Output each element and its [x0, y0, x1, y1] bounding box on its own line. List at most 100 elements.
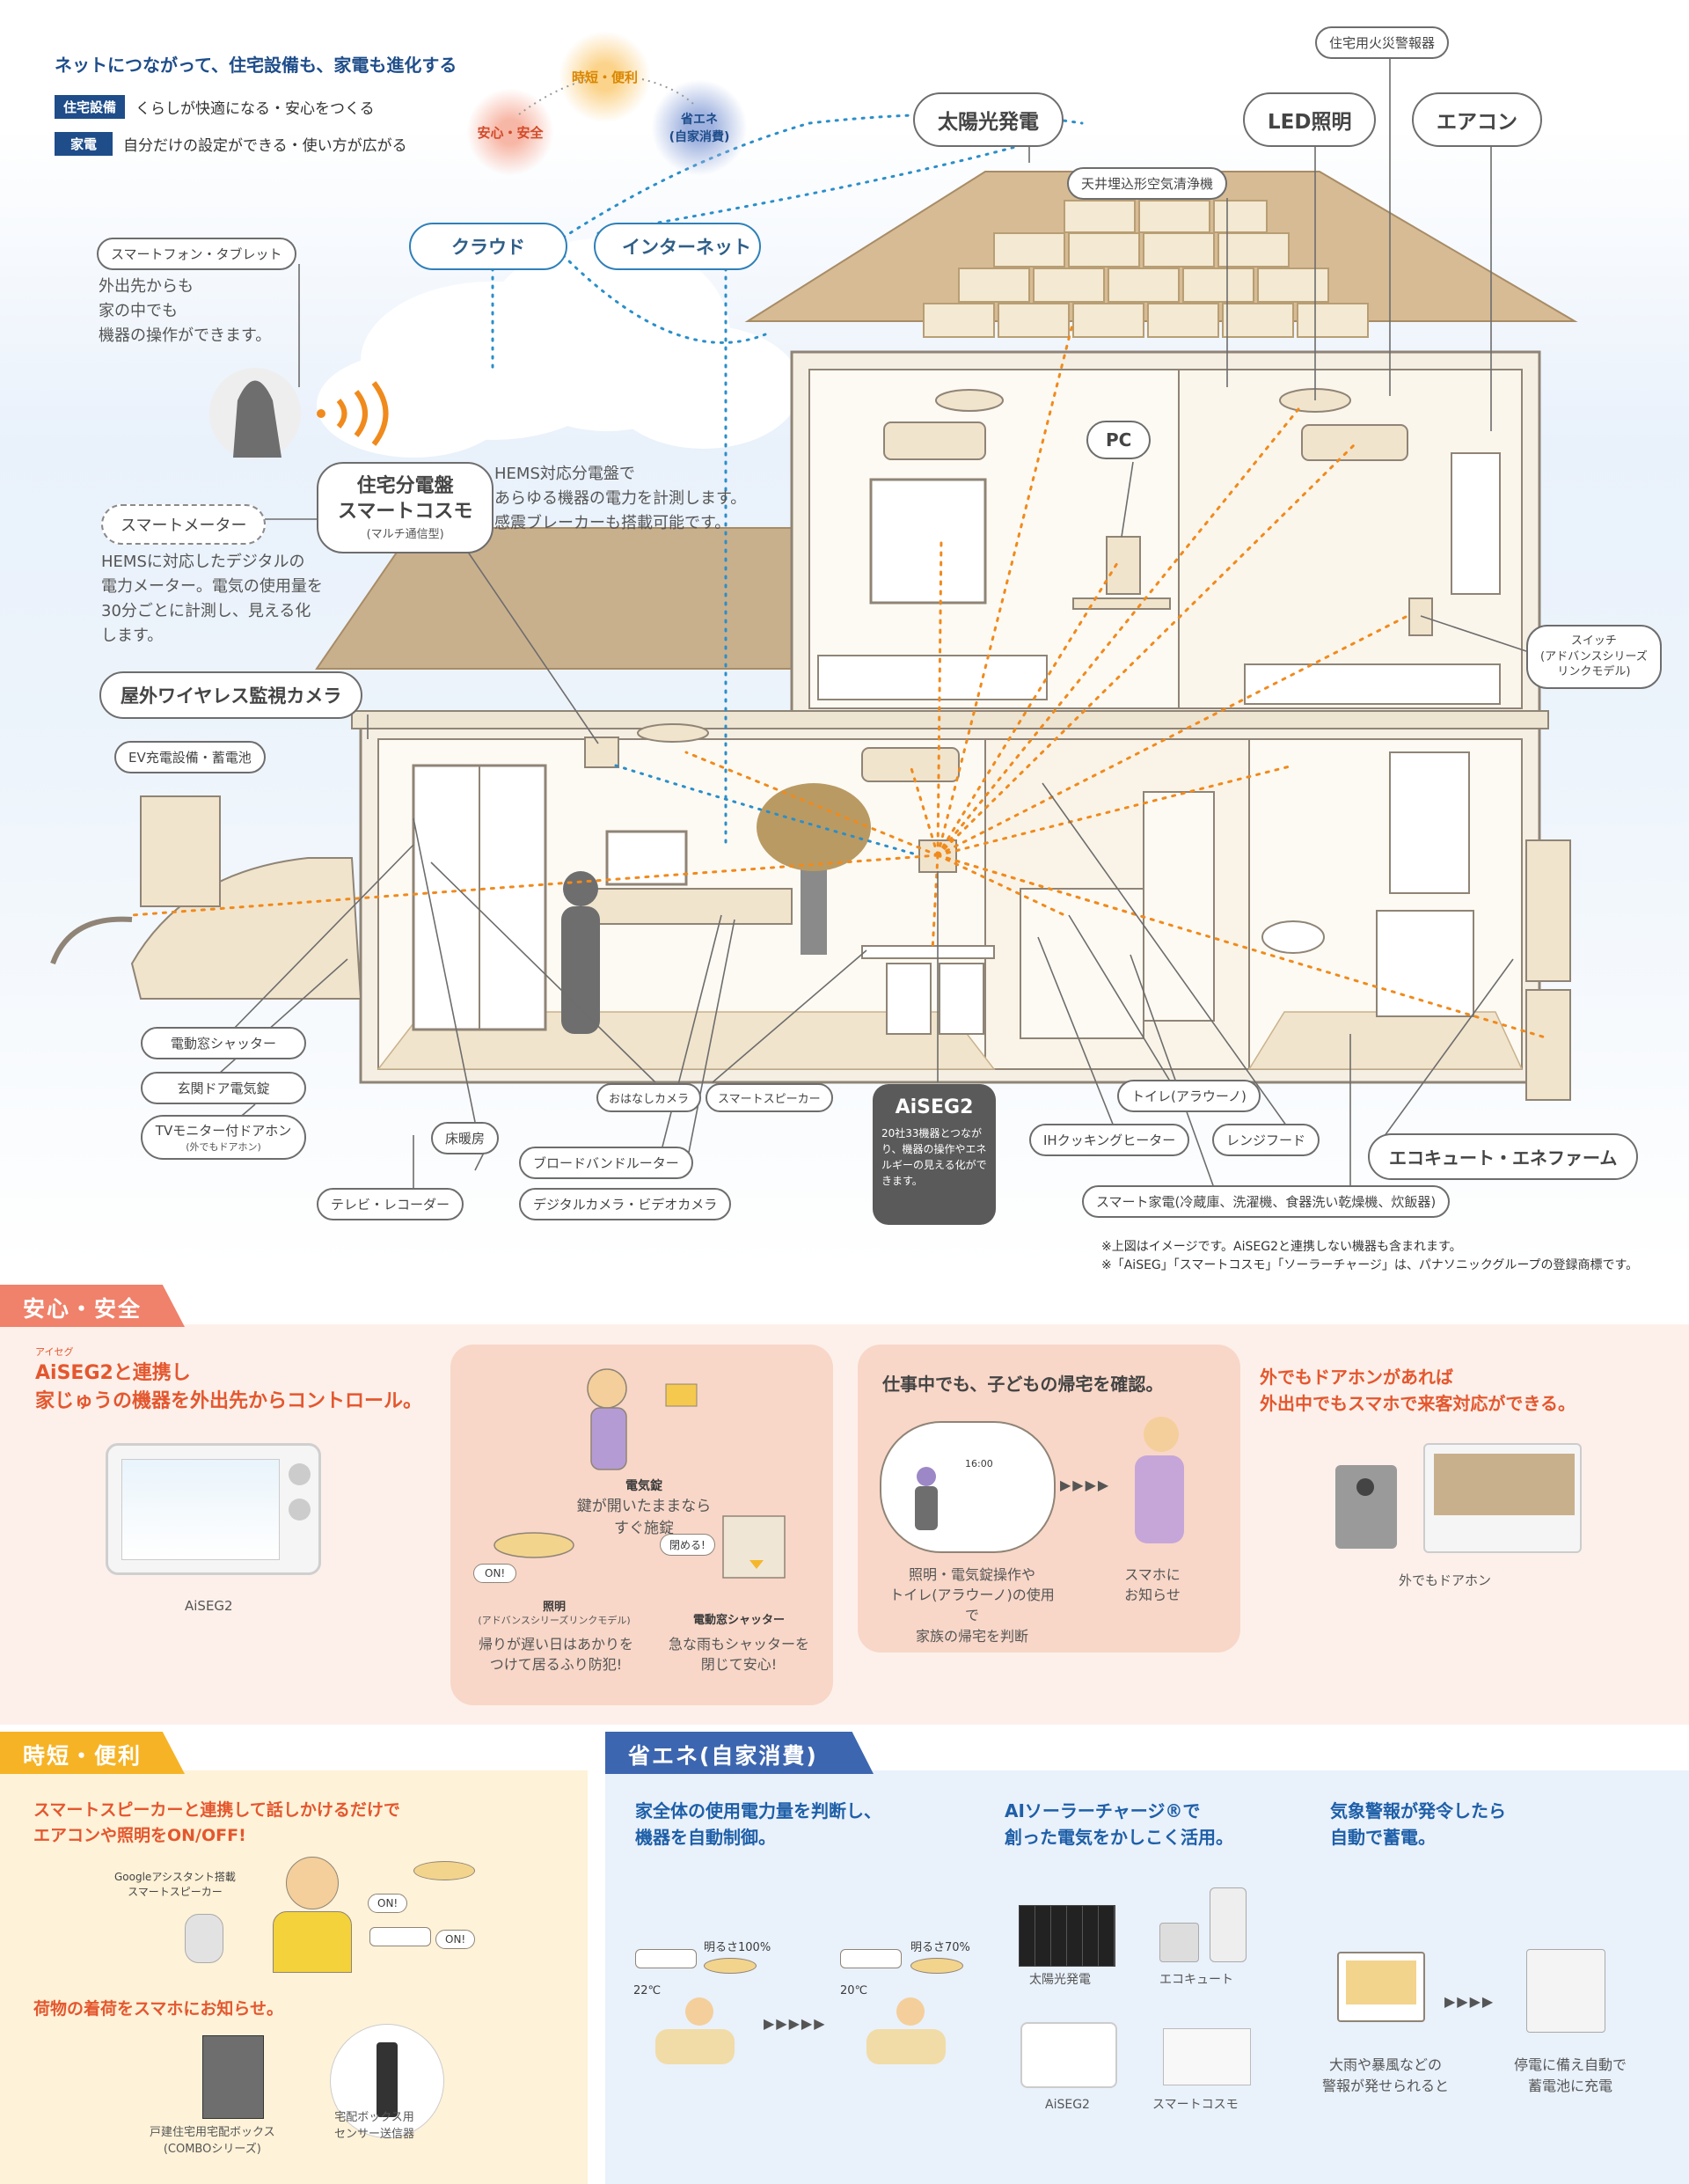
section-shoene-bg: [605, 1770, 1689, 2184]
intro-headline: ネットにつながって、住宅設備も、家電も進化する: [55, 55, 457, 76]
shoene-cosmo-caption: スマートコスモ: [1152, 2098, 1239, 2112]
section-jitan-bg: [0, 1770, 588, 2184]
bubble-shoene-label: 省エネ (自家消費): [669, 113, 730, 144]
label-talk-camera: おはなしカメラ: [596, 1083, 702, 1112]
section-shoene-tab: 省エネ(自家消費): [605, 1732, 874, 1774]
shoene-temp22: 22℃: [633, 1984, 662, 1997]
label-distribution-board-sub: (マルチ通信型): [366, 528, 444, 542]
jitan-delivery-box: [202, 2035, 264, 2119]
card1-light-title: 照明: [542, 1601, 566, 1614]
shoene-arrows-2: ▶▶▶▶: [1444, 1993, 1495, 2010]
bubble-shoene: 省エネ (自家消費): [651, 79, 748, 176]
label-tv-monitor-intercom-sub: (外でもドアホン): [186, 1141, 261, 1153]
label-switch: スイッチ (アドバンスシリーズ リンクモデル): [1526, 625, 1662, 689]
card1-on-bubble: ON!: [473, 1564, 517, 1583]
jitan-woman: [264, 1857, 361, 1980]
shoene-aircon-2: [840, 1949, 902, 1968]
label-range-hood: レンジフード: [1212, 1124, 1320, 1156]
label-door-lock: 玄関ドア電気錠: [141, 1072, 306, 1104]
label-fire-alarm: 住宅用火災警報器: [1315, 26, 1450, 59]
shoene-ecocute-caption: エコキュート: [1159, 1973, 1233, 1987]
intro-row-1: 住宅設備 くらしが快適になる・安心をつくる: [55, 95, 375, 119]
section-anshin-head: AiSEG2と連携し 家じゅうの機器を外出先からコントロール。: [35, 1362, 423, 1412]
aiseg-tablet: [106, 1443, 321, 1575]
aiseg-box: AiSEG2 20社33機器とつながり、機器の操作やエネルギーの見える化ができま…: [873, 1084, 996, 1225]
card2-left-text: 照明・電気錠操作や トイレ(アラウーノ)の使用で 家族の帰宅を判断: [889, 1566, 1055, 1645]
card1-lock-title: 電気錠: [625, 1479, 662, 1493]
shoene-warn-text: 大雨や暴風などの 警報が発せられると: [1321, 2056, 1449, 2094]
intro-text-2: 自分だけの設定ができる・使い方が広がる: [123, 137, 407, 155]
door-monitor: [1423, 1443, 1582, 1553]
card2-title: 仕事中でも、子どもの帰宅を確認。: [882, 1374, 1164, 1395]
house-illustration: [50, 51, 1578, 1192]
label-solar: 太陽光発電: [913, 92, 1064, 147]
shoene-solar-caption: 太陽光発電: [1029, 1973, 1091, 1987]
section-jitan-head2: 荷物の着荷をスマホにお知らせ。: [33, 1999, 284, 2019]
jitan-sensor-circle: [330, 2024, 444, 2138]
shoene-aircon-1: [635, 1949, 697, 1968]
card1-illustrations: [494, 1368, 786, 1579]
desc-meter: HEMSに対応したデジタルの 電力メーター。電気の使用量を 30分ごとに計測し、…: [101, 553, 323, 645]
jitan-on-bubble-2: ON!: [435, 1930, 476, 1949]
card2-arrows: ▶▶▶▶: [1060, 1477, 1111, 1493]
card1-close-bubble: 閉める!: [660, 1534, 715, 1556]
label-ecocute: エコキュート・エネファーム: [1368, 1133, 1639, 1180]
section-shoene-head2: AIソーラーチャージ®で 創った電気をかしこく活用。: [1005, 1800, 1233, 1848]
label-smart-meter: スマートメーター: [101, 504, 267, 545]
jitan-speaker: [185, 1914, 223, 1963]
section-anshin-ruby: アイセグ: [35, 1346, 74, 1358]
card1-light-text: 帰りが遅い日はあかりを つけて居るふり防犯!: [478, 1636, 633, 1674]
disclaimer-1: ※上図はイメージです。AiSEG2と連携しない機器も含まれます。: [1101, 1240, 1462, 1254]
label-led: LED照明: [1243, 92, 1377, 147]
shoene-aiseg-caption: AiSEG2: [1045, 2098, 1090, 2112]
card2-right-text: スマホに お知らせ: [1124, 1566, 1181, 1604]
intro-text-1: くらしが快適になる・安心をつくる: [135, 100, 375, 118]
section-anshin-tab: 安心・安全: [0, 1285, 185, 1327]
jitan-speaker-label: Googleアシスタント搭載 スマートスピーカー: [114, 1871, 236, 1898]
label-tv-monitor-intercom: TVモニター付ドアホン (外でもドアホン): [141, 1115, 306, 1160]
shoene-temp20: 20℃: [840, 1984, 868, 1997]
label-distribution-board: 住宅分電盤 スマートコスモ (マルチ通信型): [317, 462, 494, 554]
label-appliances: スマート家電(冷蔵庫、洗濯機、食器洗い乾燥機、炊飯器): [1082, 1185, 1451, 1218]
section-anshin-door-head: 外でもドアホンがあれば 外出中でもスマホで来客対応ができる。: [1260, 1367, 1576, 1414]
intro-row-2: 家電 自分だけの設定ができる・使い方が広がる: [55, 132, 407, 156]
label-cloud: クラウド: [409, 223, 567, 270]
label-air-purifier: 天井埋込形空気清浄機: [1067, 167, 1228, 200]
aiseg-desc: 20社33機器とつながり、機器の操作やエネルギーの見える化ができます。: [881, 1127, 987, 1187]
shoene-tv: [1337, 1952, 1425, 2022]
label-digicam: デジタルカメラ・ビデオカメラ: [519, 1188, 732, 1220]
intro-tag-1: 住宅設備: [55, 95, 126, 119]
label-router: ブロードバンドルーター: [519, 1147, 693, 1179]
label-distribution-board-title: 住宅分電盤 スマートコスモ: [338, 475, 473, 523]
label-smartphone: スマートフォン・タブレット: [97, 238, 296, 270]
card1-shutter-title: 電動窓シャッター: [692, 1614, 785, 1627]
card1-light-sub: (アドバンスシリーズリンクモデル): [478, 1615, 631, 1626]
card1-shutter-text: 急な雨もシャッターを 閉じて安心!: [668, 1636, 809, 1674]
section-shoene-head3: 気象警報が発令したら 自動で蓄電。: [1330, 1800, 1506, 1848]
bubble-anshin-label: 安心・安全: [477, 124, 544, 141]
bubble-anshin: 安心・安全: [466, 88, 554, 176]
card2-mother: [1135, 1417, 1188, 1549]
shoene-person-1: [655, 1997, 743, 2068]
jitan-ceiling-light: [413, 1861, 475, 1880]
shoene-aiseg-device: [1020, 2022, 1117, 2088]
label-toilet: トイレ(アラウーノ): [1117, 1080, 1261, 1112]
jitan-on-bubble-1: ON!: [368, 1894, 408, 1913]
label-shutter: 電動窓シャッター: [141, 1027, 306, 1059]
shoene-arrows-1: ▶▶▶▶▶: [764, 2015, 827, 2032]
door-caption: 外でもドアホン: [1399, 1572, 1492, 1588]
label-ih: IHクッキングヒーター: [1029, 1124, 1190, 1156]
desc-smartphone: 外出先からも 家の中でも 機器の操作ができます。: [99, 277, 272, 345]
shoene-light-2: [910, 1958, 963, 1974]
shoene-bright70: 明るさ70%: [910, 1941, 970, 1954]
jitan-aircon: [369, 1927, 431, 1946]
bubble-jitan-label: 時短・便利: [571, 70, 638, 85]
aiseg-title: AiSEG2: [895, 1096, 974, 1118]
label-ev: EV充電設備・蓄電池: [114, 741, 266, 773]
bubble-connector: [518, 78, 696, 115]
card2-scene: 16:00: [880, 1421, 1056, 1553]
label-floor-heating: 床暖房: [431, 1122, 500, 1154]
shoene-person-2: [866, 1997, 954, 2068]
shoene-ecocute-tank: [1210, 1887, 1247, 1962]
shoene-ecocute-unit: [1159, 1923, 1199, 1962]
